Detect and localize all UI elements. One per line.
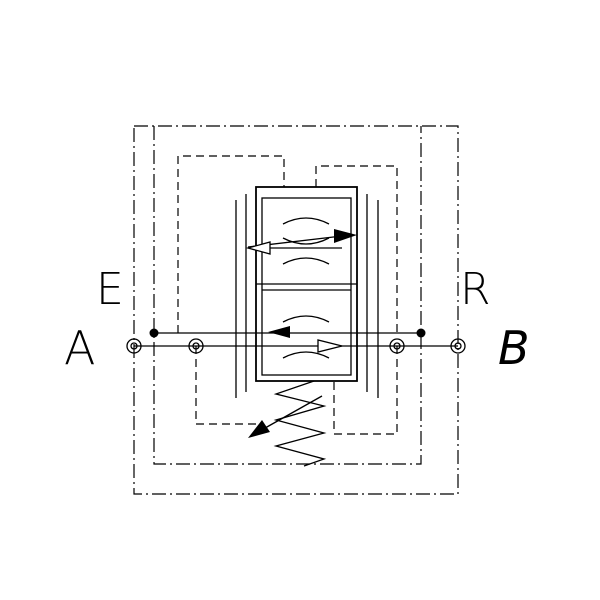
upper-throttle bbox=[245, 217, 357, 265]
port-a-connector bbox=[126, 338, 142, 354]
port-label-r: R bbox=[460, 264, 491, 315]
inner-envelope bbox=[153, 126, 422, 465]
port-left-inner-connector bbox=[188, 338, 204, 354]
port-label-a: A bbox=[64, 321, 95, 375]
port-label-e: E bbox=[96, 264, 124, 315]
outer-envelope bbox=[133, 125, 459, 495]
adjust-arrow bbox=[248, 395, 323, 438]
port-labels: A B E R bbox=[64, 264, 530, 375]
port-label-b: B bbox=[498, 321, 530, 375]
arrow-head-left-hollow bbox=[245, 241, 271, 255]
spring bbox=[273, 380, 327, 467]
port-right-inner-connector bbox=[389, 338, 405, 354]
junction-right bbox=[416, 328, 426, 338]
port-b-connector bbox=[450, 338, 466, 354]
arrow-head-left-solid bbox=[268, 326, 290, 338]
port-connectors bbox=[126, 338, 466, 354]
valve-body bbox=[255, 186, 358, 382]
flow-lines bbox=[134, 332, 458, 347]
valve-guides bbox=[235, 194, 379, 398]
junction-left bbox=[149, 328, 159, 338]
pilot-lines bbox=[177, 155, 398, 435]
lower-throttle bbox=[268, 315, 343, 359]
arrow-head-right bbox=[334, 229, 357, 243]
arrow-head-right-hollow bbox=[317, 339, 343, 353]
junction-dots bbox=[149, 328, 426, 338]
